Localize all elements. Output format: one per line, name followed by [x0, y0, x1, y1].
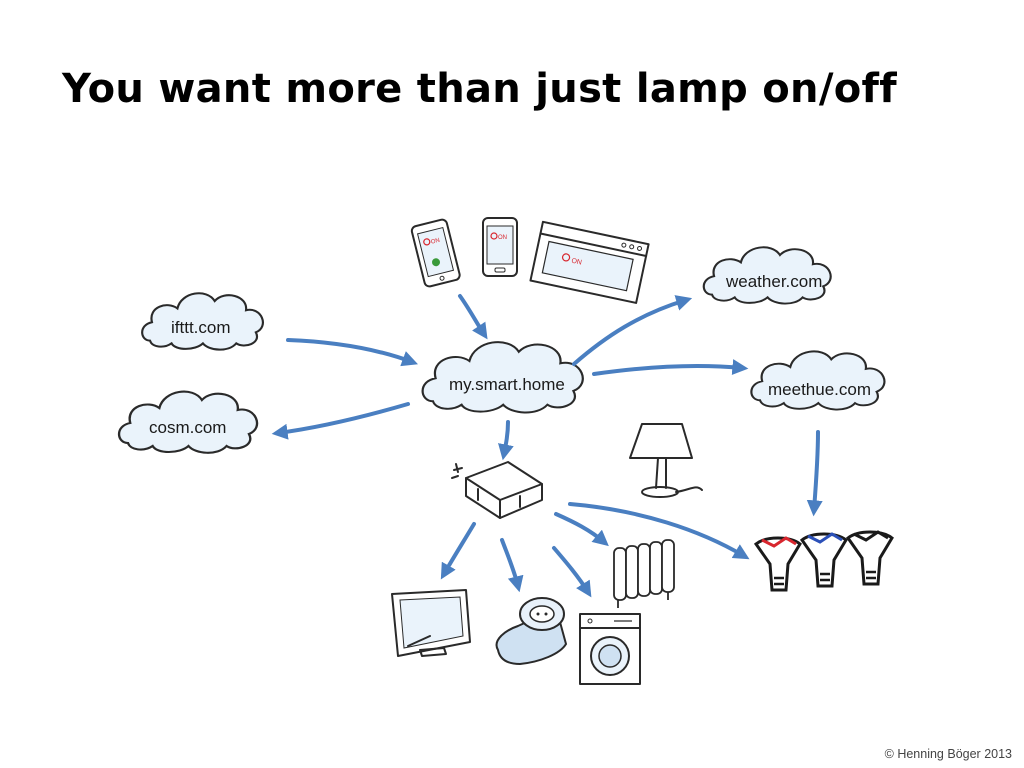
arrow-router-to-plug	[500, 538, 524, 593]
phone-on-text: ON	[430, 238, 440, 246]
hue-bulb-white-icon	[845, 530, 894, 586]
copyright-notice: © Henning Böger 2013	[884, 747, 1012, 761]
slide-title: You want more than just lamp on/off	[62, 66, 897, 112]
radiator-icon	[613, 539, 675, 608]
table-lamp-icon	[629, 423, 703, 498]
arrow-hub-to-meethue	[592, 359, 749, 376]
browser-window-icon: ON	[529, 220, 650, 304]
smartphone-icon: ON	[410, 218, 461, 288]
arrow-ifttt-to-hub	[286, 338, 418, 367]
cosm-label: cosm.com	[149, 418, 226, 437]
meethue-label: meethue.com	[768, 380, 871, 399]
ifttt-label: ifttt.com	[171, 318, 231, 337]
smart-plug-icon	[495, 597, 568, 666]
weather-label: weather.com	[725, 272, 822, 291]
arrow-router-to-bulbs	[568, 502, 750, 560]
router-icon	[451, 461, 543, 519]
arrow-router-to-tv	[440, 522, 476, 580]
phone-icon: ON	[482, 217, 518, 277]
washing-machine-icon	[579, 613, 641, 685]
arrow-phone-to-hub	[458, 294, 488, 340]
arrow-hub-to-router	[498, 420, 514, 461]
hue-bulb-blue-icon	[799, 532, 848, 588]
browser-on-text: ON	[571, 258, 583, 267]
arrow-hub-to-weather	[572, 295, 693, 366]
arrow-hub-to-cosm	[271, 402, 410, 440]
tv-icon	[391, 589, 471, 657]
svg-text:ON: ON	[498, 235, 507, 241]
arrow-meethue-to-bulbs	[806, 430, 823, 517]
hue-bulb-red-icon	[753, 536, 802, 592]
hub-label: my.smart.home	[449, 375, 565, 394]
arrow-router-to-washer	[552, 546, 592, 598]
arrow-router-to-radiator	[554, 512, 609, 547]
